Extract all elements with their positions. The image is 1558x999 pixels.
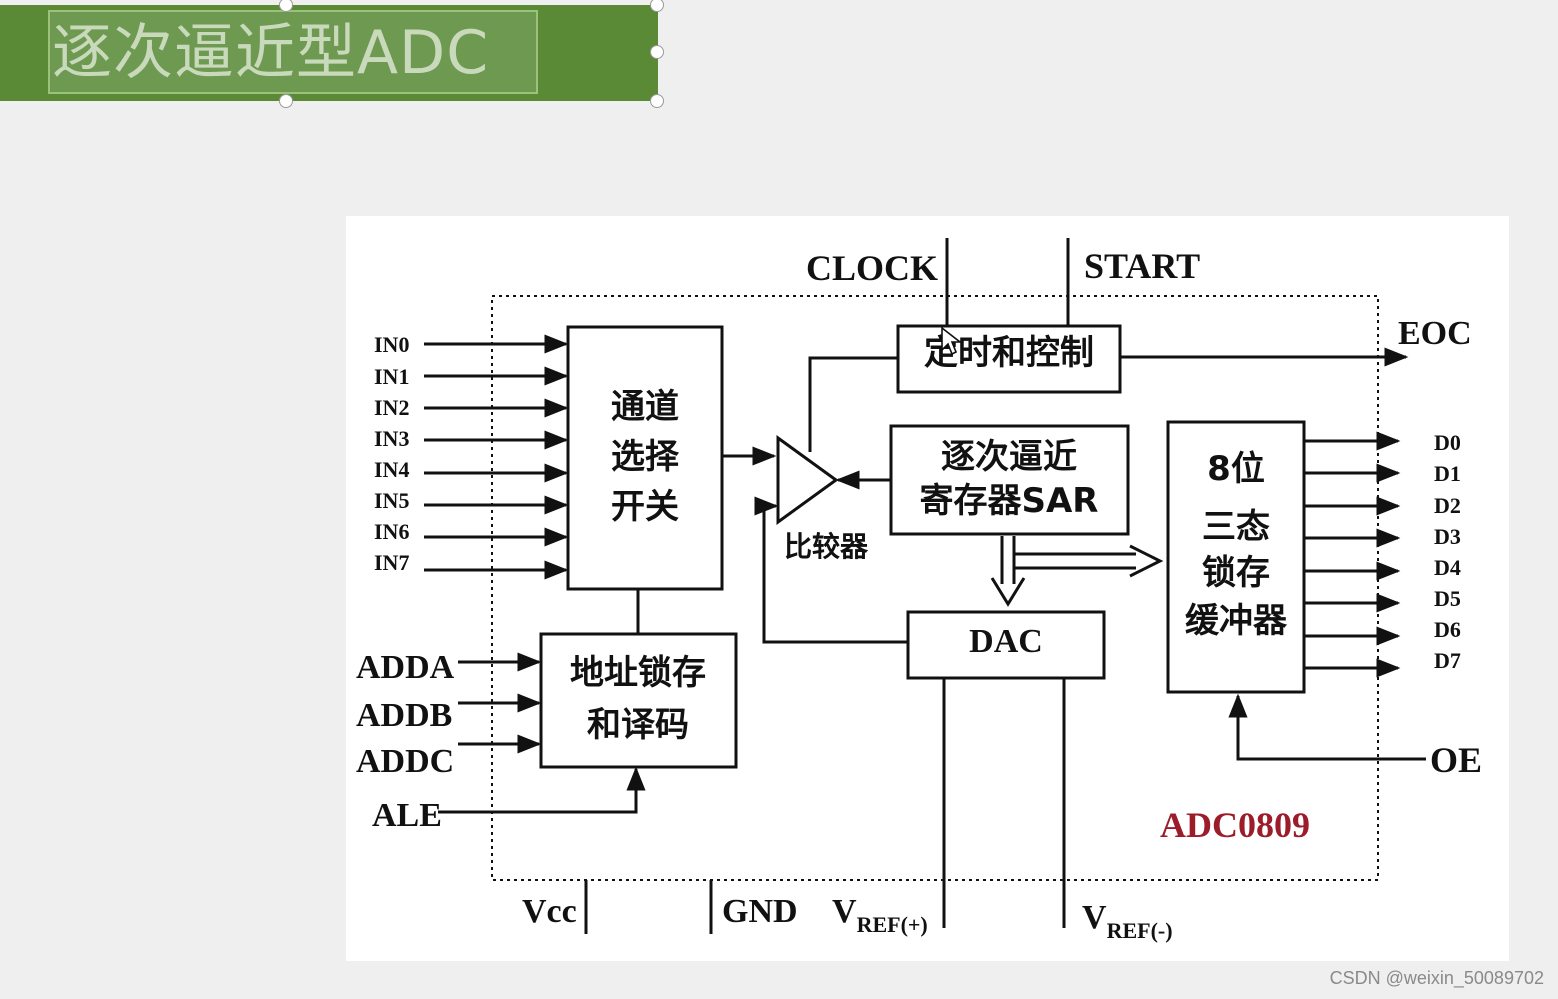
buffer-label-line2: 三态 [1202,507,1270,547]
comparator-symbol [776,435,839,525]
watermark: CSDN @weixin_50089702 [1329,968,1544,988]
gnd-label: GND [722,893,798,930]
output-label-d1: D1 [1434,461,1461,486]
output-label-d4: D4 [1434,555,1461,580]
title-textbox[interactable] [48,10,538,94]
sar-block [889,424,1130,536]
analog-input-lines [424,334,569,580]
chip-name: ADC0809 [1160,805,1310,845]
output-label-d3: D3 [1434,524,1461,549]
vref-pos-label: VREF(+) [832,893,928,937]
vref-neg-sub: REF(-) [1107,918,1173,943]
address-latch-line2: 和译码 [587,705,689,745]
vref-pos-main: V [832,893,857,930]
buffer-label-line3: 锁存 [1202,553,1270,593]
sar-to-buffer-bus [1014,544,1164,578]
sar-label-line1: 逐次逼近 [941,437,1077,477]
output-label-d0: D0 [1434,430,1461,455]
channel-switch-line3: 开关 [611,487,679,527]
vcc-label: Vcc [522,893,577,930]
dac-block [906,610,1106,680]
output-label-d5: D5 [1434,586,1461,611]
buffer-label-line1: 8位 [1207,449,1265,489]
output-label-d7: D7 [1434,648,1461,673]
input-label-in0: IN0 [374,332,409,357]
sar-label-line2: 寄存器SAR [920,481,1099,521]
input-label-in5: IN5 [374,488,409,513]
input-label-in6: IN6 [374,519,409,544]
mouse-cursor-icon [941,326,963,356]
slide-title[interactable]: 逐次逼近型ADC [52,18,490,88]
data-output-lines [1304,431,1401,678]
ale-label: ALE [372,797,442,834]
address-label-addc: ADDC [356,743,454,780]
oe-line [1228,693,1426,761]
channel-switch-block [566,325,724,591]
vref-neg-main: V [1082,899,1107,936]
input-label-in3: IN3 [374,426,409,451]
resize-handle-top-right[interactable] [650,0,664,12]
comparator-label: 比较器 [784,530,869,563]
resize-handle-top[interactable] [279,0,293,12]
input-label-in4: IN4 [374,457,409,482]
buffer-label-line4: 缓冲器 [1185,601,1288,641]
eoc-label: EOC [1398,315,1472,352]
adc0809-diagram: CLOCK START 定时和控制 EOC IN0 IN1 IN2 IN3 IN… [356,238,1482,943]
dac-label: DAC [969,623,1043,660]
address-input-lines [458,652,542,754]
address-label-addb: ADDB [356,697,452,734]
output-label-d2: D2 [1434,493,1461,518]
clock-label: CLOCK [806,248,938,288]
start-label: START [1084,246,1200,286]
vref-neg-label: VREF(-) [1082,899,1173,943]
oe-label: OE [1430,740,1482,780]
sar-to-dac-bus [990,536,1026,607]
dac-feedback-line [754,496,908,644]
ale-line [438,766,646,814]
channel-switch-line2: 选择 [611,437,680,477]
input-label-in7: IN7 [374,550,409,575]
resize-handle-bottom[interactable] [279,94,293,108]
output-buffer-block [1166,420,1306,694]
input-label-in2: IN2 [374,395,409,420]
channel-switch-line1: 通道 [611,387,679,427]
input-label-in1: IN1 [374,364,409,389]
vref-pos-sub: REF(+) [857,912,928,937]
resize-handle-right[interactable] [650,45,664,59]
address-label-adda: ADDA [356,649,455,686]
comparator-to-control-line [808,356,898,452]
chip-boundary [491,295,1379,881]
adc-block-diagram-image: CLOCK START 定时和控制 EOC IN0 IN1 IN2 IN3 IN… [346,216,1509,961]
address-latch-line1: 地址锁存 [570,653,706,693]
resize-handle-bottom-right[interactable] [650,94,664,108]
output-label-d6: D6 [1434,617,1461,642]
